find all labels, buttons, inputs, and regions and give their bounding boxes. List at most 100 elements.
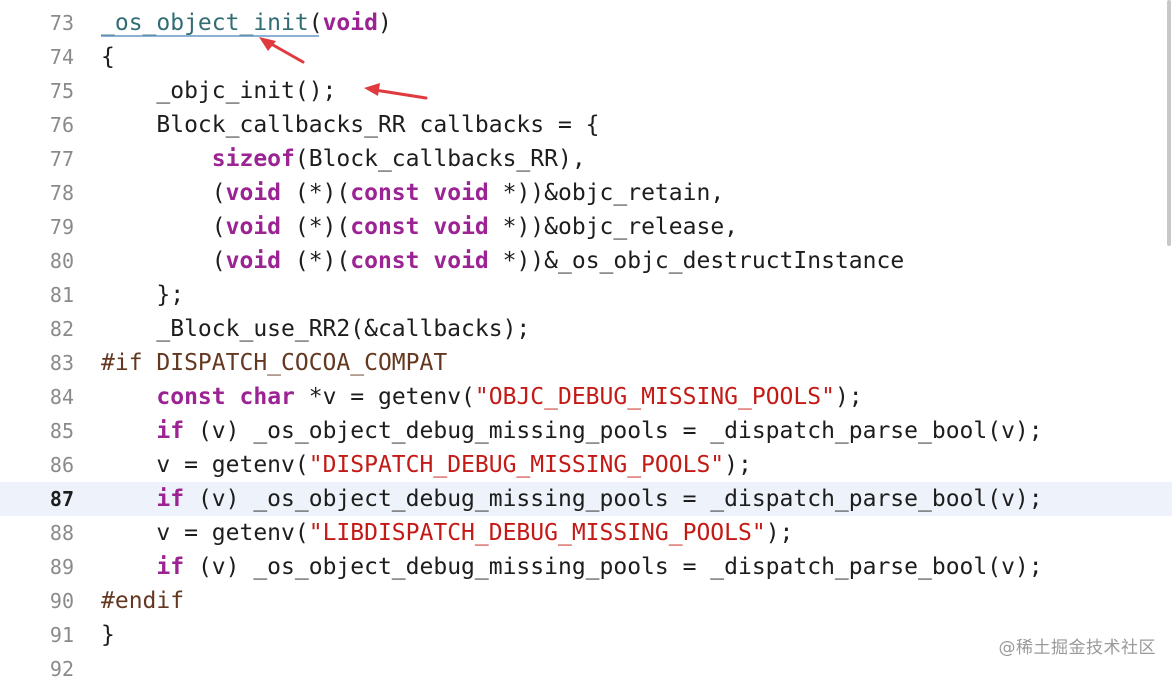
code-text: } — [101, 622, 115, 648]
line-code: v = getenv("LIBDISPATCH_DEBUG_MISSING_PO… — [101, 516, 793, 550]
code-line[interactable]: 83 #if DISPATCH_COCOA_COMPAT — [0, 346, 1172, 380]
line-number: 78 — [49, 181, 74, 205]
code-line[interactable]: 75 _objc_init(); — [0, 74, 1172, 108]
code-text: Block_callbacks_RR callbacks = { — [101, 112, 600, 138]
keyword-token: if — [156, 554, 185, 580]
code-text: *))&objc_release, — [488, 214, 739, 240]
code-text: (Block_callbacks_RR), — [294, 146, 586, 172]
line-number: 92 — [49, 657, 74, 678]
line-number: 89 — [49, 555, 74, 579]
line-code: Block_callbacks_RR callbacks = { — [101, 108, 600, 142]
line-number: 85 — [49, 419, 74, 443]
code-line[interactable]: 86 v = getenv("DISPATCH_DEBUG_MISSING_PO… — [0, 448, 1172, 482]
code-text — [101, 486, 156, 512]
code-text: (v) _os_object_debug_missing_pools = _di… — [184, 554, 1043, 580]
line-number: 91 — [49, 623, 74, 647]
line-code: if (v) _os_object_debug_missing_pools = … — [101, 550, 1043, 584]
line-number: 80 — [49, 249, 74, 273]
code-line[interactable]: 80 (void (*)(const void *))&_os_objc_des… — [0, 244, 1172, 278]
code-text: ); — [765, 520, 794, 546]
line-number: 88 — [49, 521, 74, 545]
watermark-text: @稀土掘金技术社区 — [998, 638, 1156, 658]
code-text: ( — [308, 10, 323, 36]
code-line[interactable]: 79 (void (*)(const void *))&objc_release… — [0, 210, 1172, 244]
code-line[interactable]: 74{ — [0, 40, 1172, 74]
vertical-scrollbar[interactable] — [1166, 0, 1172, 678]
line-number: 82 — [49, 317, 74, 341]
line-number: 79 — [49, 215, 74, 239]
code-text: (*)( — [281, 180, 351, 206]
code-line[interactable]: 78 (void (*)(const void *))&objc_retain, — [0, 176, 1172, 210]
line-number: 77 — [49, 147, 74, 171]
preprocessor-directive: #endif — [101, 588, 185, 614]
line-number: 87 — [49, 487, 74, 511]
keyword-token: const — [350, 214, 420, 240]
line-code: _objc_init(); — [101, 74, 336, 108]
code-text — [226, 384, 240, 410]
code-text: ( — [101, 180, 226, 206]
code-text: ); — [834, 384, 863, 410]
keyword-token: void — [322, 10, 378, 36]
code-line[interactable]: 77 sizeof(Block_callbacks_RR), — [0, 142, 1172, 176]
preprocessor-directive: #if DISPATCH_COCOA_COMPAT — [101, 350, 448, 376]
code-text — [101, 418, 156, 444]
code-text: ) — [377, 10, 392, 36]
code-text: ); — [724, 452, 752, 478]
line-code: _Block_use_RR2(&callbacks); — [101, 312, 530, 346]
code-text — [420, 248, 434, 274]
string-literal: "OBJC_DEBUG_MISSING_POOLS" — [474, 384, 835, 410]
line-code: v = getenv("DISPATCH_DEBUG_MISSING_POOLS… — [101, 448, 752, 482]
code-line[interactable]: 82 _Block_use_RR2(&callbacks); — [0, 312, 1172, 346]
keyword-token: void — [225, 214, 282, 240]
code-text: v = getenv( — [101, 452, 309, 478]
line-code: } — [101, 618, 115, 652]
line-code: (void (*)(const void *))&objc_release, — [101, 210, 738, 244]
code-line[interactable]: 88 v = getenv("LIBDISPATCH_DEBUG_MISSING… — [0, 516, 1172, 550]
code-text: (v) _os_object_debug_missing_pools = _di… — [184, 418, 1043, 444]
line-number: 83 — [49, 351, 74, 375]
code-line[interactable]: 73 _os_object_init(void) — [0, 6, 1172, 40]
keyword-token: const — [350, 248, 420, 274]
line-number: 81 — [49, 283, 74, 307]
function-name: _os_object_init — [101, 10, 309, 36]
keyword-token: char — [239, 384, 295, 410]
code-text: }; — [101, 282, 185, 308]
code-text: *))&_os_objc_destructInstance — [488, 248, 905, 274]
line-code: _os_object_init(void) — [101, 6, 392, 40]
code-line[interactable]: 89 if (v) _os_object_debug_missing_pools… — [0, 550, 1172, 584]
code-line[interactable]: 85 if (v) _os_object_debug_missing_pools… — [0, 414, 1172, 448]
code-line[interactable]: 76 Block_callbacks_RR callbacks = { — [0, 108, 1172, 142]
keyword-token: const — [156, 384, 226, 410]
line-code: if (v) _os_object_debug_missing_pools = … — [101, 414, 1043, 448]
code-text — [101, 554, 156, 580]
code-line[interactable]: 91} — [0, 618, 1172, 652]
code-line[interactable]: 81 }; — [0, 278, 1172, 312]
keyword-token: void — [225, 180, 282, 206]
line-number: 86 — [49, 453, 74, 477]
line-number: 73 — [49, 11, 74, 35]
code-text — [101, 384, 156, 410]
keyword-token: const — [350, 180, 420, 206]
code-text: (*)( — [281, 214, 351, 240]
function-name-underline — [101, 35, 319, 37]
code-text: _objc_init(); — [101, 78, 337, 104]
current-code-line[interactable]: 87 if (v) _os_object_debug_missing_pools… — [0, 482, 1172, 516]
code-text: ( — [101, 248, 226, 274]
scrollbar-thumb[interactable] — [1167, 0, 1171, 246]
line-code: #endif — [101, 584, 184, 618]
code-line[interactable]: 90 #endif — [0, 584, 1172, 618]
line-number: 90 — [49, 589, 74, 613]
code-line[interactable]: 84 const char *v = getenv("OBJC_DEBUG_MI… — [0, 380, 1172, 414]
line-number: 75 — [49, 79, 74, 103]
string-literal: "LIBDISPATCH_DEBUG_MISSING_POOLS" — [308, 520, 766, 546]
line-code: { — [101, 40, 115, 74]
code-text: (v) _os_object_debug_missing_pools = _di… — [184, 486, 1043, 512]
keyword-token: sizeof — [211, 146, 295, 172]
code-text — [420, 180, 434, 206]
line-number: 76 — [49, 113, 74, 137]
line-code: (void (*)(const void *))&_os_objc_destru… — [101, 244, 904, 278]
keyword-token: void — [433, 180, 489, 206]
line-code: (void (*)(const void *))&objc_retain, — [101, 176, 724, 210]
code-line[interactable]: 92 — [0, 652, 1172, 678]
